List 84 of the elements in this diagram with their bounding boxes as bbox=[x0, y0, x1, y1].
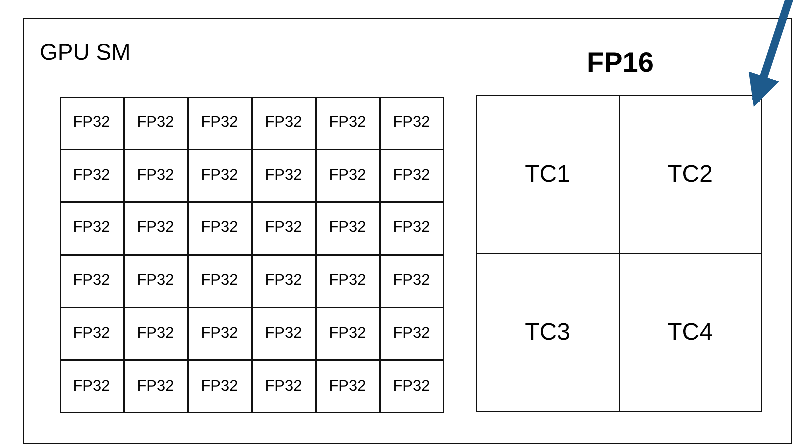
unit-label: FP32 bbox=[393, 166, 430, 185]
fp32-unit-box bbox=[124, 307, 188, 360]
fp32-unit-box bbox=[124, 254, 188, 308]
fp32-unit-box bbox=[316, 96, 380, 150]
fp32-unit-box bbox=[60, 307, 124, 360]
unit-label: FP32 bbox=[329, 166, 366, 185]
tensor-core-box bbox=[476, 95, 620, 254]
fp32-unit-box bbox=[124, 96, 188, 150]
fp32-unit-box bbox=[188, 307, 252, 360]
fp32-unit-box bbox=[60, 360, 124, 414]
unit-label: FP32 bbox=[265, 272, 302, 290]
unit-label: FP32 bbox=[329, 114, 366, 132]
sm-panel bbox=[23, 18, 792, 444]
fp32-unit-box bbox=[60, 96, 124, 150]
fp32-unit-box bbox=[316, 149, 380, 202]
unit-label: FP32 bbox=[137, 114, 174, 132]
unit-label: FP32 bbox=[201, 166, 238, 185]
unit-label: FP32 bbox=[393, 324, 430, 343]
unit-label: FP32 bbox=[201, 378, 238, 396]
unit-label: FP32 bbox=[201, 114, 238, 132]
unit-label: FP32 bbox=[137, 219, 174, 238]
fp32-unit-box bbox=[124, 360, 188, 414]
unit-label: TC3 bbox=[525, 318, 570, 346]
fp32-unit-box bbox=[188, 360, 252, 414]
block-heading: FP16 bbox=[587, 46, 654, 78]
unit-label: TC1 bbox=[525, 160, 570, 188]
unit-label: FP32 bbox=[393, 114, 430, 132]
unit-label: FP32 bbox=[73, 378, 110, 396]
unit-label: FP32 bbox=[201, 219, 238, 238]
fp32-unit-box bbox=[60, 202, 124, 256]
unit-label: TC4 bbox=[668, 318, 713, 346]
fp32-unit-box bbox=[380, 307, 444, 360]
unit-label: FP32 bbox=[329, 378, 366, 396]
unit-label: FP32 bbox=[137, 378, 174, 396]
fp32-unit-box bbox=[380, 149, 444, 202]
tensor-core-box bbox=[476, 253, 620, 412]
unit-label: FP32 bbox=[329, 324, 366, 343]
fp32-unit-box bbox=[316, 360, 380, 414]
fp32-unit-box bbox=[252, 254, 316, 308]
arrow bbox=[748, 0, 794, 108]
unit-label: FP32 bbox=[73, 166, 110, 185]
unit-label: TC2 bbox=[668, 160, 713, 188]
fp32-unit-box bbox=[188, 149, 252, 202]
unit-label: FP32 bbox=[265, 219, 302, 238]
fp32-unit-box bbox=[188, 96, 252, 150]
unit-label: FP32 bbox=[137, 272, 174, 290]
unit-label: FP32 bbox=[329, 219, 366, 238]
unit-label: FP32 bbox=[201, 272, 238, 290]
unit-label: FP32 bbox=[73, 324, 110, 343]
unit-label: FP32 bbox=[73, 114, 110, 132]
tensor-core-box bbox=[618, 95, 762, 254]
unit-label: FP32 bbox=[137, 166, 174, 185]
fp32-unit-box bbox=[380, 360, 444, 414]
unit-label: FP32 bbox=[265, 114, 302, 132]
unit-label: FP32 bbox=[265, 378, 302, 396]
fp32-unit-box bbox=[60, 149, 124, 202]
fp32-unit-box bbox=[316, 202, 380, 256]
fp32-unit-box bbox=[188, 254, 252, 308]
panel-title: GPU SM bbox=[40, 39, 131, 66]
fp32-unit-box bbox=[252, 149, 316, 202]
fp32-unit-box bbox=[252, 307, 316, 360]
unit-label: FP32 bbox=[329, 272, 366, 290]
fp32-unit-box bbox=[60, 254, 124, 308]
unit-label: FP32 bbox=[393, 219, 430, 238]
fp32-unit-box bbox=[380, 96, 444, 150]
fp32-unit-box bbox=[252, 202, 316, 256]
fp32-unit-box bbox=[316, 254, 380, 308]
fp32-unit-box bbox=[380, 202, 444, 256]
unit-label: FP32 bbox=[73, 219, 110, 238]
fp32-unit-box bbox=[252, 360, 316, 414]
fp32-unit-box bbox=[316, 307, 380, 360]
tensor-core-box bbox=[618, 253, 762, 412]
unit-label: FP32 bbox=[201, 324, 238, 343]
unit-label: FP32 bbox=[265, 166, 302, 185]
unit-label: FP32 bbox=[73, 272, 110, 290]
unit-label: FP32 bbox=[393, 378, 430, 396]
fp32-unit-box bbox=[124, 149, 188, 202]
fp32-unit-box bbox=[124, 202, 188, 256]
unit-label: FP32 bbox=[393, 272, 430, 290]
fp32-unit-box bbox=[188, 202, 252, 256]
unit-label: FP32 bbox=[137, 324, 174, 343]
unit-label: FP32 bbox=[265, 324, 302, 343]
fp32-unit-box bbox=[252, 96, 316, 150]
fp32-unit-box bbox=[380, 254, 444, 308]
